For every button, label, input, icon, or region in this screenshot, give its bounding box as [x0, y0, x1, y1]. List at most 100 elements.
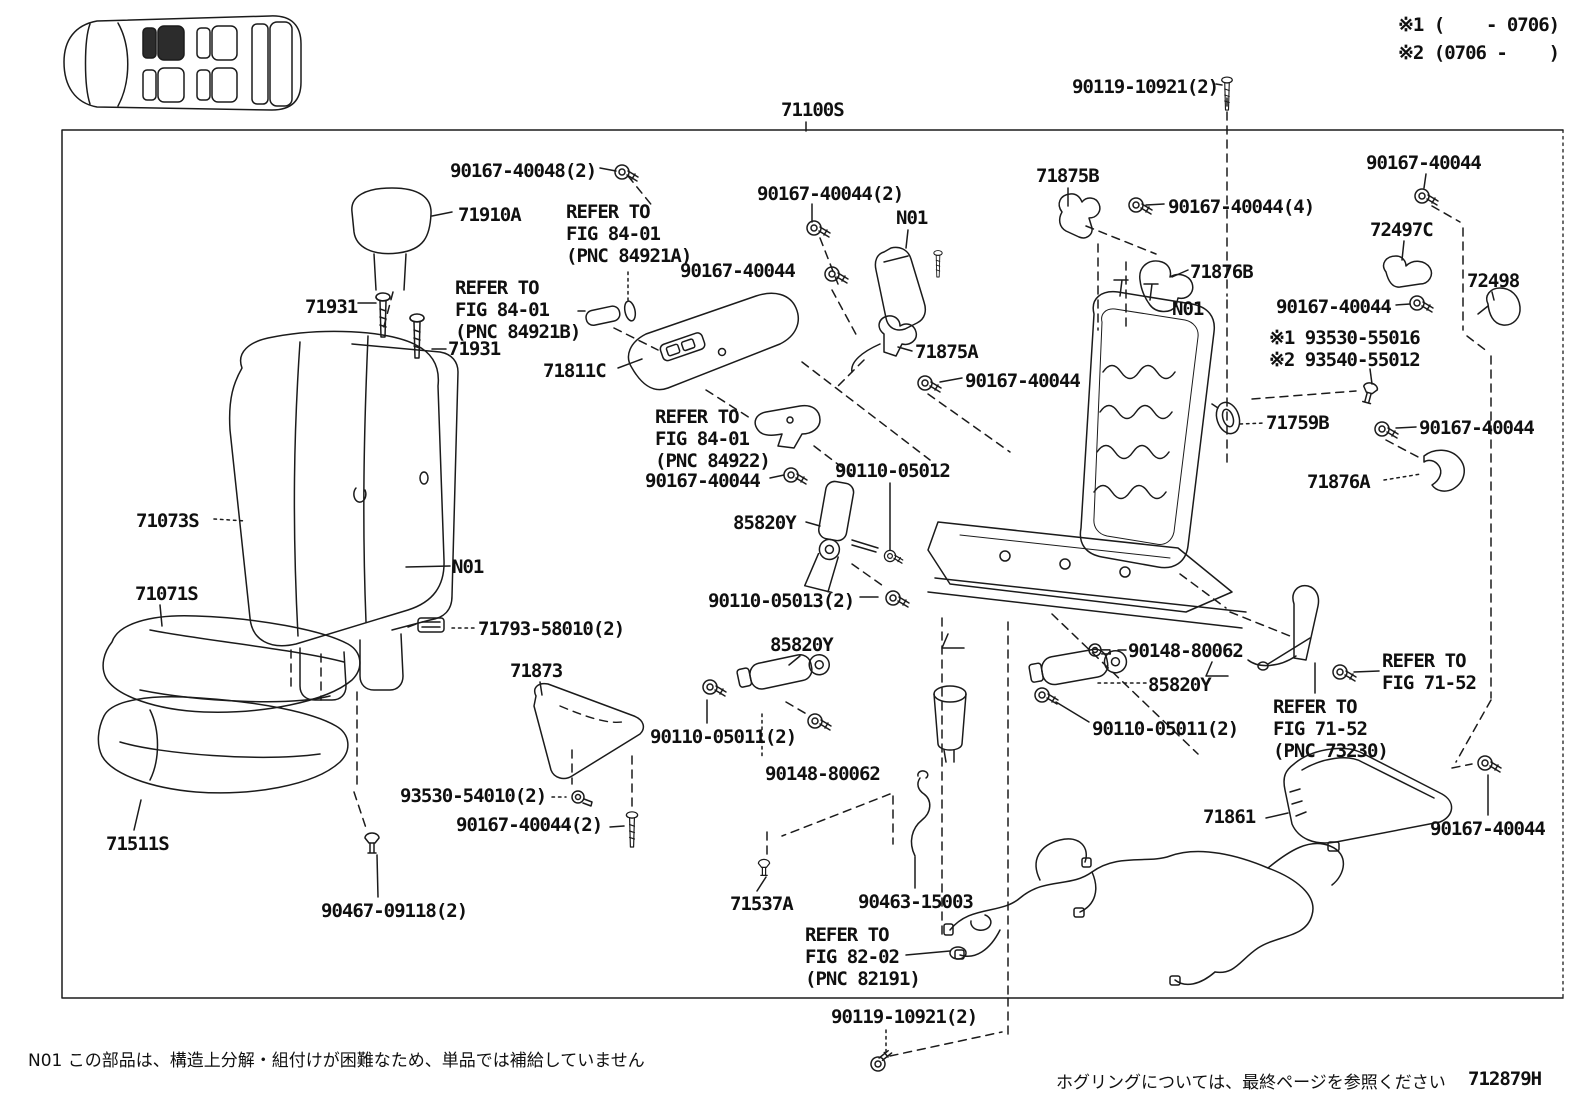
- panel-71873: [533, 682, 645, 780]
- grommet-icon: [571, 790, 593, 807]
- part-85820y-c: 85820Y: [1148, 674, 1212, 696]
- part-85820y-b: 85820Y: [770, 634, 834, 656]
- part-90148-80062-b: 90148-80062: [765, 763, 881, 785]
- cover-71876a: [1423, 449, 1465, 492]
- part-n01-a: N01: [896, 207, 928, 229]
- part-n01-b: N01: [1172, 298, 1204, 320]
- part-71100s: 71100S: [781, 99, 845, 121]
- bolt-icon: [1128, 197, 1153, 215]
- footnote-hogring: ホグリングについては、最終ページを参照ください: [1056, 1073, 1446, 1093]
- note-93530-55016: ※1 93530-55016: [1269, 327, 1421, 349]
- actuator-cylinder: [933, 685, 967, 763]
- seat-frame-illustration: [927, 279, 1247, 677]
- ref-fig-84-01-84921a: REFER TO FIG 84-01 (PNC 84921A): [566, 201, 692, 267]
- part-90110-05013: 90110-05013(2): [708, 590, 855, 612]
- bolt-icon: [1477, 755, 1502, 773]
- part-90167-40044-e: 90167-40044: [1276, 296, 1392, 318]
- clip-71793: [407, 617, 445, 633]
- part-90110-05012: 90110-05012: [835, 460, 951, 482]
- part-90167-40048: 90167-40048(2): [450, 160, 597, 182]
- pin-icon: [757, 858, 771, 877]
- bolt-icon: [883, 549, 904, 564]
- bolt-icon: [806, 220, 831, 238]
- part-90119-10921-bottom: 90119-10921(2): [831, 1006, 978, 1028]
- part-90110-05011-b: 90110-05011(2): [1092, 718, 1239, 740]
- screw-icon: [409, 313, 425, 359]
- part-71759b: 71759B: [1266, 412, 1330, 434]
- hook-71875a: [878, 315, 918, 357]
- part-90119-10921-top: 90119-10921(2): [1072, 76, 1219, 98]
- part-90167-40044-g: 90167-40044: [1419, 417, 1535, 439]
- part-n01-c: N01: [452, 556, 484, 578]
- bolt-icon: [1034, 687, 1059, 705]
- belt-buckle: [1247, 584, 1320, 671]
- seat-cushion-illustration: [97, 615, 361, 794]
- part-71793-58010: 71793-58010(2): [478, 618, 625, 640]
- part-90167-40044-h: 90167-40044: [645, 470, 761, 492]
- highlighted-front-seat-icon: [142, 25, 185, 61]
- motor-85820y-b: [736, 653, 830, 690]
- dotted-leader-lines: [213, 271, 1422, 1055]
- leader-lines: [133, 83, 1495, 956]
- small-parts-illustration: [407, 193, 1521, 857]
- side-shield-illustration: [585, 292, 800, 391]
- bolt-icon: [614, 164, 639, 182]
- footnote-n01: N01 この部品は、構造上分解・組付けが困難なため、単品では補給していません: [28, 1051, 645, 1071]
- part-71873: 71873: [510, 660, 563, 682]
- hook-71875b: [1058, 193, 1101, 239]
- part-72497c-shape: [1382, 255, 1433, 288]
- part-90167-40044-a: 90167-40044(2): [757, 183, 904, 205]
- pin-icon: [364, 832, 380, 854]
- ref-fig-71-52-b: REFER TO FIG 71-52 (PNC 73230): [1273, 696, 1389, 762]
- part-90167-40044-d: 90167-40044: [680, 260, 796, 282]
- note-93540-55012: ※2 93540-55012: [1269, 349, 1421, 371]
- seat-back-illustration: [228, 187, 459, 701]
- doc-code: 712879H: [1468, 1068, 1542, 1090]
- part-93530-54010: 93530-54010(2): [400, 785, 547, 807]
- part-85820y-a: 85820Y: [733, 512, 797, 534]
- part-90167-40044-i: 90167-40044(2): [456, 814, 603, 836]
- ref-fig-71-52-a: REFER TO FIG 71-52: [1382, 650, 1477, 694]
- motor-85820y-c: [1028, 648, 1128, 686]
- bracket-84922: [754, 404, 821, 449]
- part-71071s: 71071S: [135, 583, 199, 605]
- part-71073s: 71073S: [136, 510, 200, 532]
- part-90167-40044-f: 90167-40044: [965, 370, 1081, 392]
- part-90467-09118: 90467-09118(2): [321, 900, 468, 922]
- screw-icon: [933, 250, 943, 278]
- revision-note-1: ※1 ( - 0706): [1398, 14, 1560, 36]
- bolt-icon: [868, 1045, 893, 1075]
- part-90463-15003: 90463-15003: [858, 891, 974, 913]
- recliner-cover-illustration: [1283, 747, 1453, 844]
- diagram-border: [61, 129, 1564, 999]
- bolt-icon: [885, 590, 910, 608]
- part-71910a: 71910A: [458, 204, 522, 226]
- bolt-icon: [917, 375, 942, 393]
- bolt-icon: [783, 467, 808, 485]
- ref-fig-84-01-84921b: REFER TO FIG 84-01 (PNC 84921B): [455, 277, 581, 343]
- grommet-71759b: [1211, 401, 1241, 435]
- part-71811c: 71811C: [543, 360, 607, 382]
- part-71876b: 71876B: [1190, 261, 1254, 283]
- screw-icon: [375, 292, 391, 338]
- motor-85820y-a: [803, 480, 879, 594]
- part-71875a: 71875A: [915, 341, 979, 363]
- bolt-icon: [1414, 188, 1439, 206]
- part-71876a: 71876A: [1307, 471, 1371, 493]
- vehicle-top-view-icon: [63, 15, 302, 111]
- part-90148-80062-a: 90148-80062: [1128, 640, 1244, 662]
- part-71931-b: 71931: [448, 338, 501, 360]
- hook-71876b: [1139, 260, 1194, 313]
- screw-icon: [625, 811, 639, 848]
- bolt-icon: [702, 679, 727, 697]
- part-72498-shape: [1477, 287, 1521, 326]
- revision-note-2: ※2 (0706 - ): [1398, 42, 1560, 64]
- part-90110-05011-a: 90110-05011(2): [650, 726, 797, 748]
- pin-icon: [1359, 380, 1380, 406]
- ref-fig-82-02-82191: REFER TO FIG 82-02 (PNC 82191): [805, 924, 921, 990]
- part-90167-40044-j: 90167-40044: [1430, 818, 1546, 840]
- ref-fig-84-01-84922: REFER TO FIG 84-01 (PNC 84922): [655, 406, 771, 472]
- part-90167-40044-c: 90167-40044: [1366, 152, 1482, 174]
- part-71537a: 71537A: [730, 893, 794, 915]
